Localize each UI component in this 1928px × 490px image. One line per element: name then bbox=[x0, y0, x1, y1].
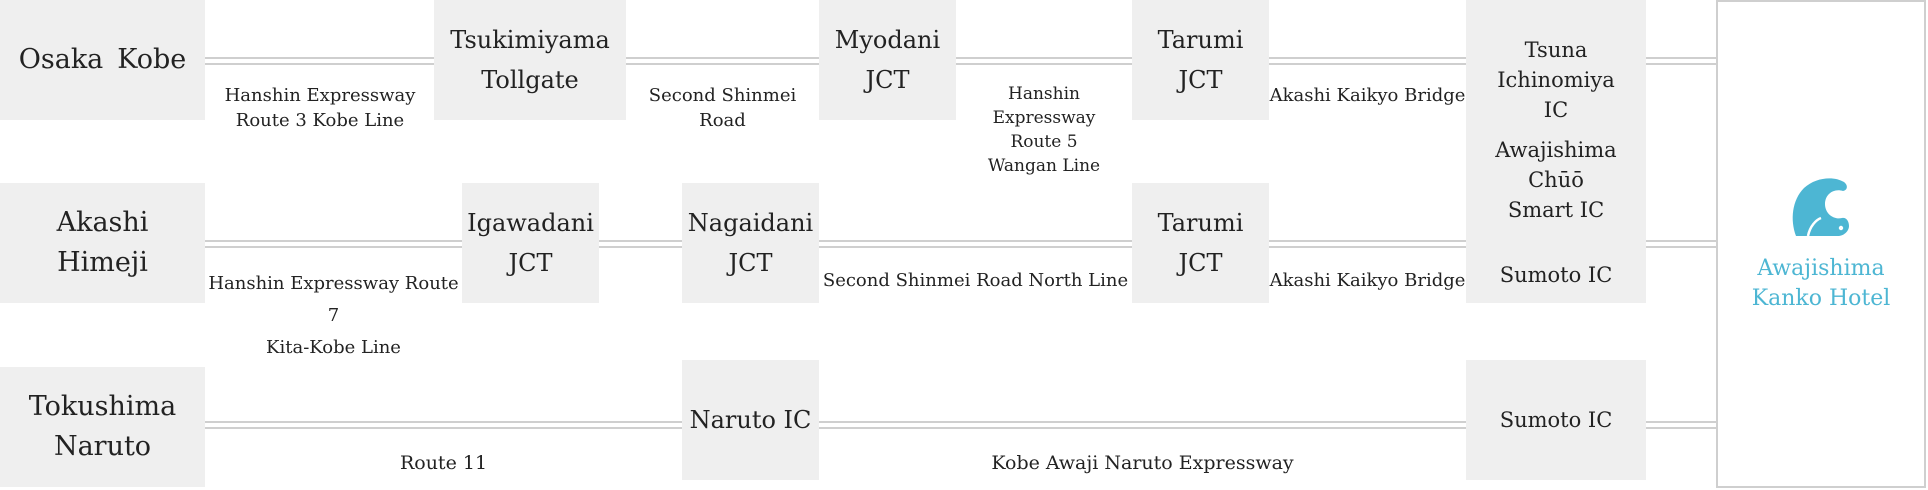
road-label: Kobe Awaji Naruto Expressway bbox=[991, 452, 1294, 474]
origin-label: Kobe bbox=[117, 44, 187, 75]
wave-logo-icon bbox=[1792, 178, 1849, 237]
road-label: Second Shinmei Road North Line bbox=[822, 270, 1129, 291]
origin-label: Osaka bbox=[18, 44, 104, 75]
node-naruto-ic: Naruto IC bbox=[682, 360, 819, 480]
road-label: Akashi Kaikyo Bridge bbox=[1269, 270, 1466, 291]
node-sumoto-ic-lower: Sumoto IC bbox=[1466, 360, 1646, 480]
road-label: Route 11 bbox=[399, 452, 488, 474]
origin-osaka-kobe: Osaka Kobe bbox=[0, 0, 205, 120]
road-label: Akashi Kaikyo Bridge bbox=[1269, 85, 1466, 106]
exit-sumoto-ic-upper: Sumoto IC bbox=[1499, 263, 1613, 287]
road-line-row2 bbox=[205, 240, 1716, 248]
road-line-row1 bbox=[205, 57, 1716, 65]
road-line-row3 bbox=[205, 421, 1716, 429]
